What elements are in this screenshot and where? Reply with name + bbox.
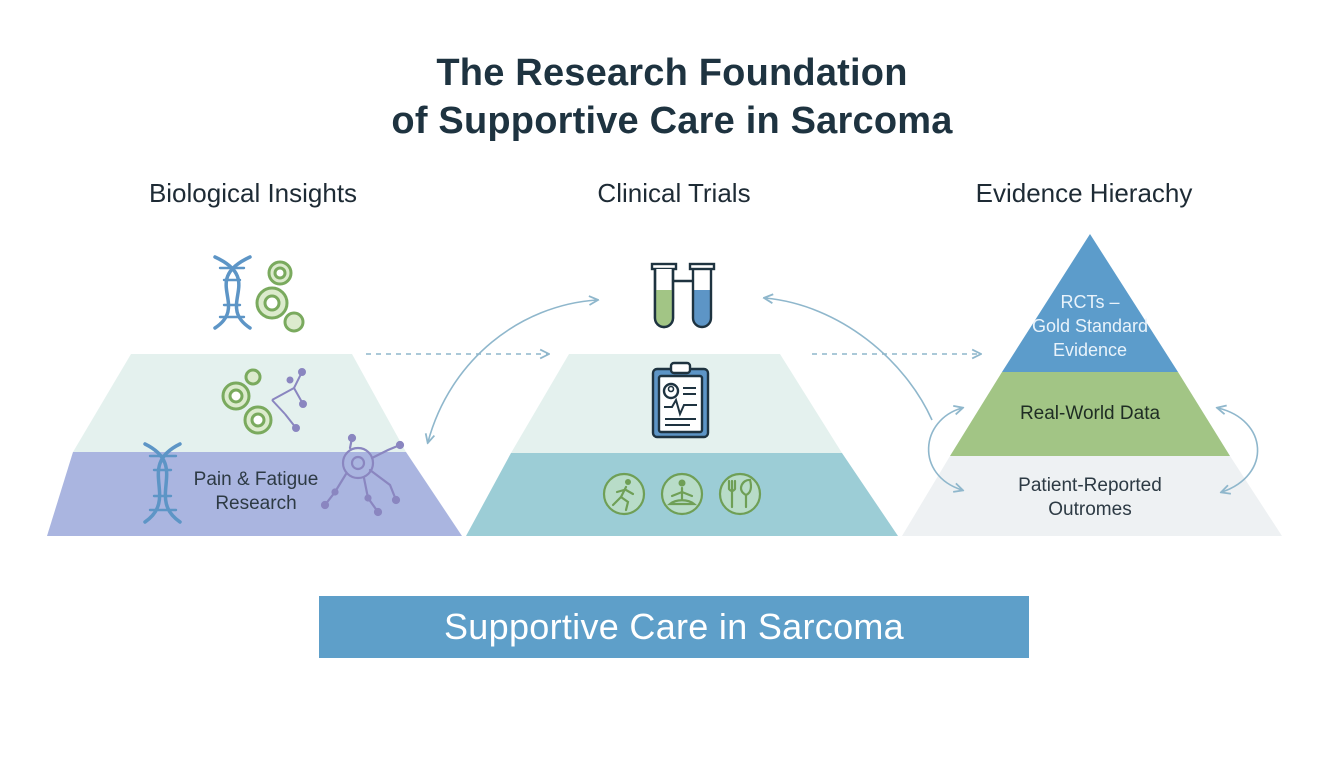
patient-reported-label-line-2: Outromes: [1048, 499, 1132, 520]
curved-arrow-right: [765, 298, 933, 421]
evidence-pyramid: [902, 234, 1282, 536]
cells-icon: [221, 368, 273, 435]
curved-arrow-left: [428, 300, 597, 442]
cycle-arrow-right: [1218, 408, 1259, 492]
meditation-icon: [660, 472, 704, 516]
pyramid-tier-rcts: [1002, 234, 1178, 372]
neuron-network-icon: [320, 433, 405, 517]
pyramid-tier-real-world: [950, 372, 1230, 456]
rcts-label-line-3: Evidence: [1052, 340, 1128, 360]
pain-fatigue-label: Pain & Fatigue Research: [176, 468, 336, 516]
rcts-label: RCTs – Gold Standard Evidence: [1010, 290, 1170, 362]
heading-evidence-hierarchy: Evidence Hierachy: [975, 178, 1193, 208]
patient-reported-label: Patient-Reported Outromes: [990, 474, 1190, 522]
cycle-arrow-left: [927, 408, 962, 490]
cells-icon: [255, 260, 305, 333]
clipboard-report-icon: [651, 361, 710, 439]
dna-icon: [213, 255, 252, 330]
network-icon: [271, 368, 307, 432]
rcts-label-line-1: RCTs –: [1060, 292, 1120, 312]
heading-biological-insights: Biological Insights: [148, 178, 358, 208]
real-world-data-label: Real-World Data: [1019, 403, 1161, 424]
nutrition-icon: [718, 472, 762, 516]
pain-fatigue-label-line-2: Research: [215, 493, 297, 514]
exercise-icon: [602, 472, 646, 516]
heading-clinical-trials: Clinical Trials: [597, 178, 751, 208]
dna-icon: [143, 442, 182, 524]
banner-label: Supportive Care in Sarcoma: [443, 606, 904, 647]
title-line-2: of Supportive Care in Sarcoma: [391, 100, 953, 142]
supportive-care-banner: Supportive Care in Sarcoma: [319, 596, 1029, 658]
pain-fatigue-label-line-1: Pain & Fatigue: [193, 469, 319, 490]
patient-reported-label-line-1: Patient-Reported: [1018, 475, 1162, 496]
pyramid-tier-patient-reported: [902, 456, 1282, 536]
title-line-1: The Research Foundation: [436, 52, 908, 94]
rcts-label-line-2: Gold Standard: [1031, 316, 1149, 336]
test-tubes-icon: [650, 262, 716, 329]
